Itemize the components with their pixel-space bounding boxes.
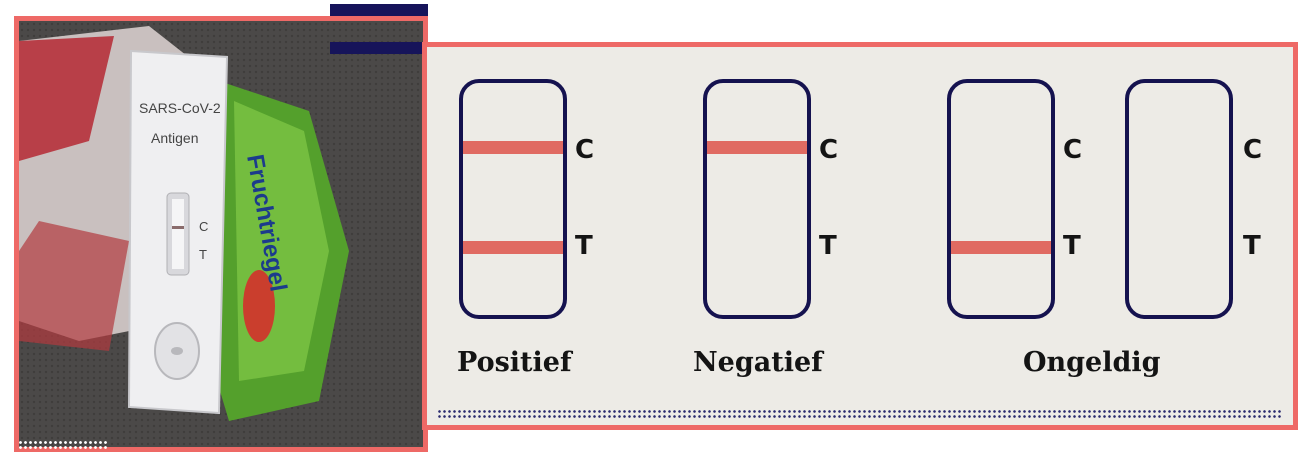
label-t: T	[1063, 231, 1081, 261]
result-panel: C T C T C T C T Positief Negatief Ongeld…	[422, 42, 1298, 430]
label-c: C	[819, 135, 839, 165]
label-t: T	[1243, 231, 1261, 261]
strip-invalid-t-only	[947, 79, 1055, 319]
dotted-accent	[18, 440, 108, 450]
label-t: T	[575, 231, 593, 261]
navy-accent-bottom	[330, 42, 428, 54]
caption-invalid: Ongeldig	[1023, 347, 1161, 378]
cassette-c: C	[199, 219, 208, 234]
strip-positive	[459, 79, 567, 319]
test-cassette: SARS-CoV-2 Antigen C T	[127, 49, 229, 415]
strip-invalid-none	[1125, 79, 1233, 319]
caption-positive: Positief	[457, 347, 572, 378]
cassette-t: T	[199, 247, 207, 262]
label-c: C	[575, 135, 595, 165]
label-t: T	[819, 231, 837, 261]
dotted-divider	[437, 409, 1283, 419]
navy-accent-top	[330, 4, 428, 16]
label-c: C	[1243, 135, 1263, 165]
caption-negative: Negatief	[693, 347, 823, 378]
t-line	[463, 241, 563, 254]
test-photo: Fruchtriegel SARS-CoV-2 Antigen C T	[14, 16, 428, 452]
cassette-label-2: Antigen	[151, 130, 198, 146]
cassette-label-1: SARS-CoV-2	[139, 100, 221, 116]
strip-negative	[703, 79, 811, 319]
t-line	[951, 241, 1051, 254]
label-c: C	[1063, 135, 1083, 165]
c-line	[707, 141, 807, 154]
c-line	[463, 141, 563, 154]
